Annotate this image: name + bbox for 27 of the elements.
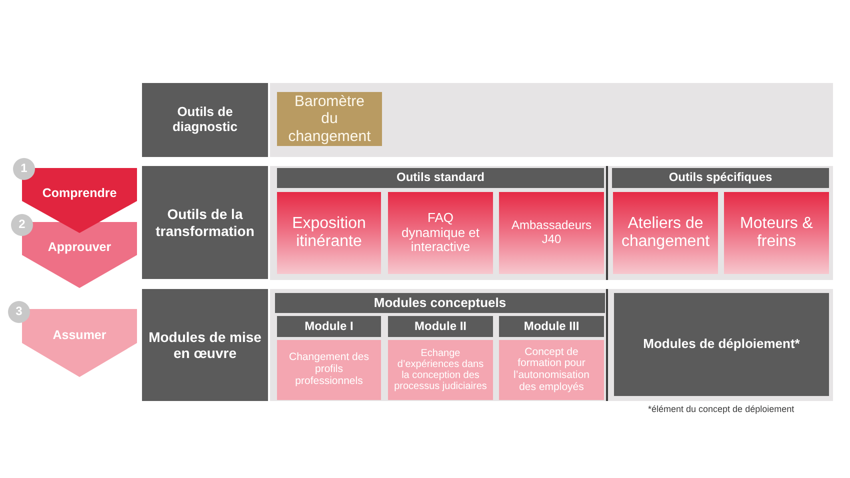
footnote: *élément du concept de déploiement [648,404,794,414]
group-header: Outils standard [277,168,604,188]
module-box: Changement des profils professionnels [277,340,381,400]
row-header: Outils de la transformation [142,166,268,279]
process-step [22,309,137,377]
row-band [270,83,833,157]
module-header: Module I [277,316,381,337]
step-label: Approuver [48,240,112,254]
module-box: Concept de formation pour l’autonomisation des employés [499,340,604,400]
row-header: Outils de diagnostic [142,83,268,157]
tool-box: Exposition itinérante [277,192,381,274]
module-box: Echange d’expériences dans la conception des processus judiciaires [388,340,493,400]
module-box: Modules de déploiement* [614,293,829,396]
group-header: Outils spécifiques [612,168,829,188]
row-band [270,166,833,280]
tool-box: Ambassadeurs J40 [499,192,604,274]
module-header: Module III [499,316,604,337]
row-header: Modules de mise en œuvre [142,289,268,401]
tool-box: Baromètre du changement [277,92,382,146]
tool-box: Moteurs & freins [724,192,829,274]
tool-box: Ateliers de changement [613,192,718,274]
step-label: Assumer [52,328,106,342]
step-label: Comprendre [42,186,117,200]
tool-box: FAQ dynamique et interactive [388,192,493,274]
module-header: Module II [388,316,493,337]
row-band [270,289,833,401]
group-header: Modules conceptuels [275,293,605,313]
